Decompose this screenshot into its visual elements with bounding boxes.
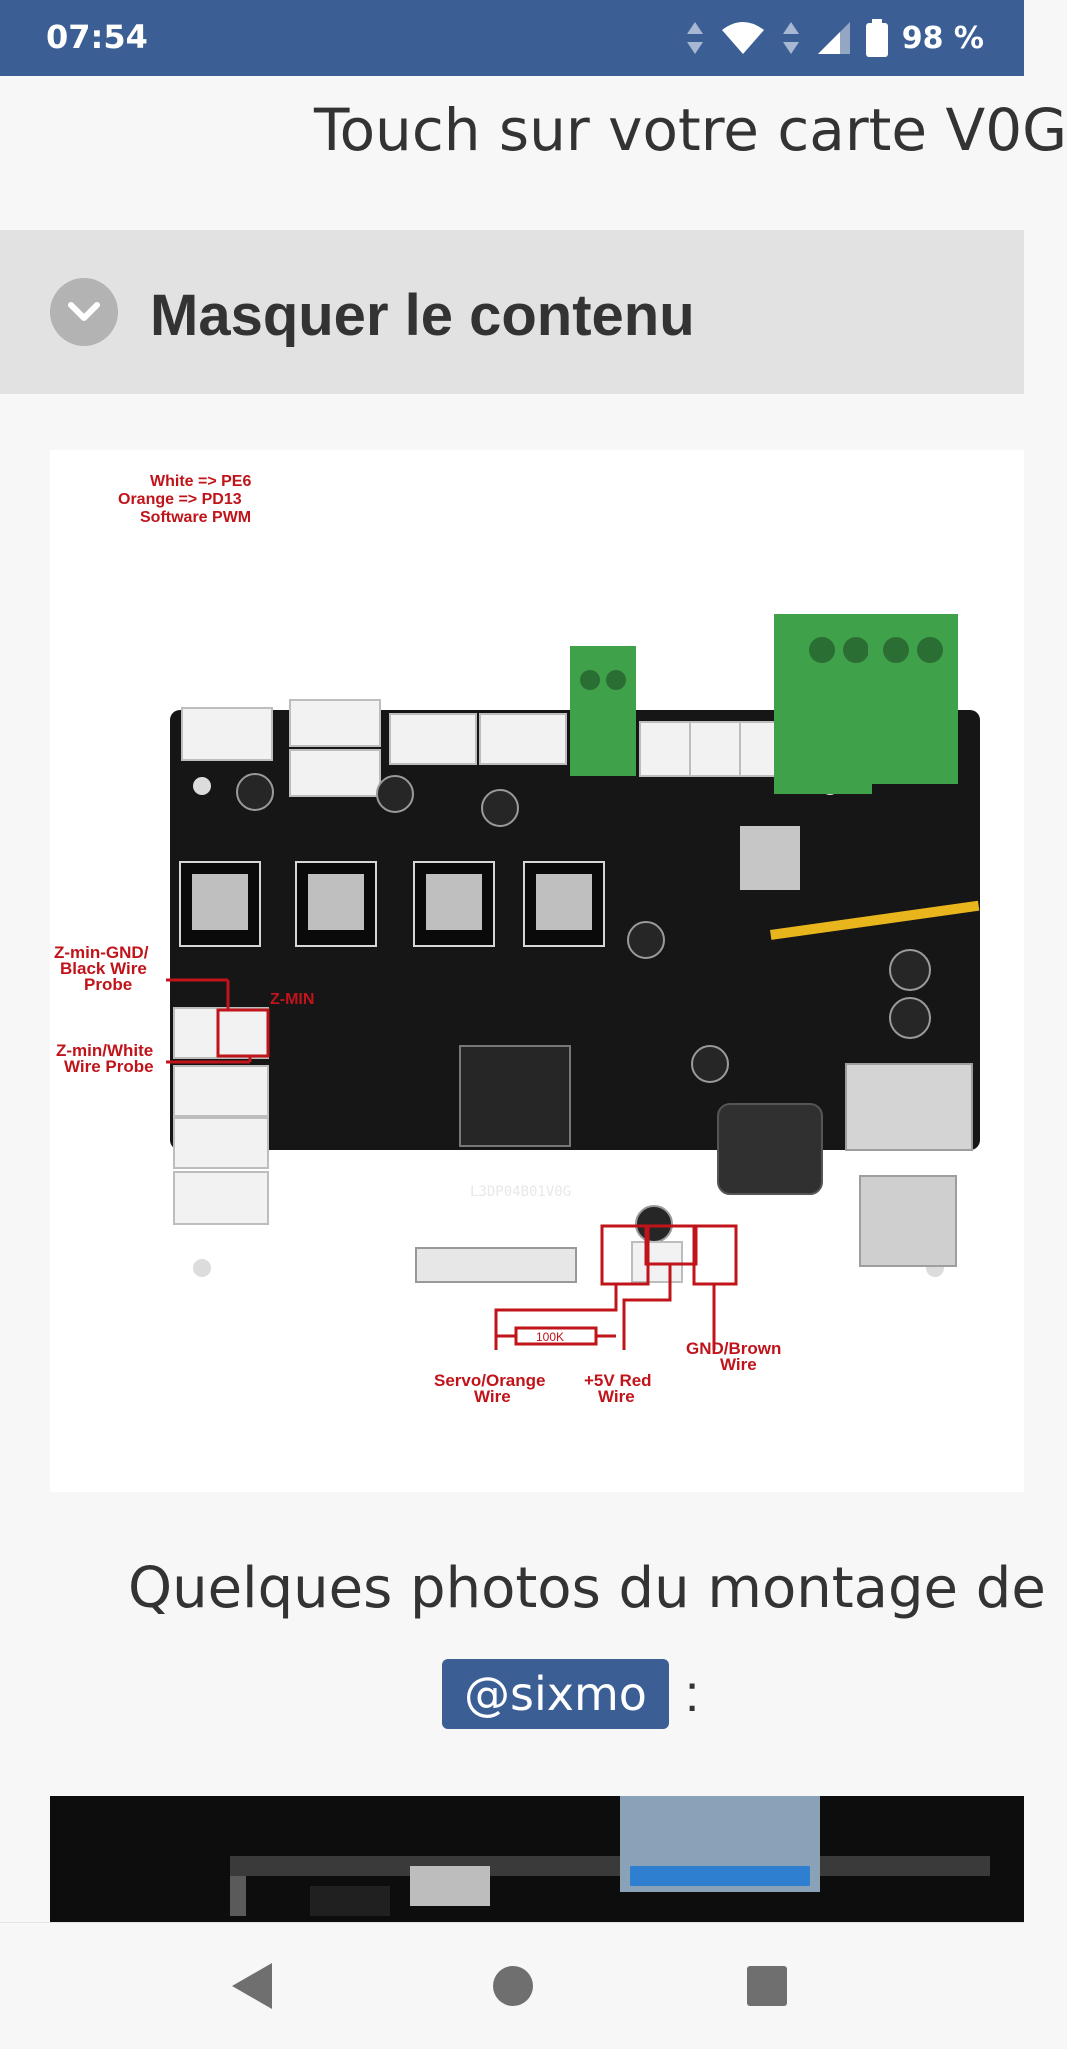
label-resistor: 100K xyxy=(536,1330,564,1344)
label-zmin-gnd-line2: Black Wire xyxy=(60,959,147,978)
back-triangle-icon xyxy=(232,1963,272,2009)
label-servo-line2: Wire xyxy=(474,1387,511,1406)
mention-colon: : xyxy=(684,1665,700,1723)
recents-square-icon xyxy=(747,1966,787,2006)
battery-percent: 98 % xyxy=(901,20,984,56)
spoiler-title: Masquer le contenu xyxy=(150,283,695,348)
top-connectors xyxy=(181,699,789,797)
board-name-label: L3DP04B01V0G xyxy=(470,1184,571,1200)
label-pin-orange: Orange => PD13 xyxy=(118,491,242,508)
spoiler-toggle-button[interactable] xyxy=(50,278,118,346)
servo-highlight-3 xyxy=(692,1224,738,1286)
label-pin-white: White => PE6 xyxy=(150,473,251,490)
label-zmin-signal-line1: Z-min/White xyxy=(56,1041,153,1060)
post-content: Touch sur votre carte V0G Masquer le con… xyxy=(0,76,1067,1922)
label-servo-line1: Servo/Orange xyxy=(434,1371,546,1390)
label-zmin-gnd-line3: Probe xyxy=(84,975,132,994)
servo-connector xyxy=(631,1241,683,1283)
user-mention-link[interactable]: @sixmo xyxy=(442,1659,669,1729)
label-zmin-signal-line2: Wire Probe xyxy=(64,1057,154,1076)
data-arrows-icon xyxy=(686,22,703,54)
label-5v-line2: Wire xyxy=(598,1387,635,1406)
assembly-photo[interactable] xyxy=(50,1796,1024,1922)
screw-terminals xyxy=(570,614,958,794)
yellow-wire xyxy=(769,900,980,940)
photos-caption: Quelques photos du montage de xyxy=(128,1556,1046,1621)
nav-back-button[interactable] xyxy=(228,1961,274,2016)
mention-row: @sixmo : xyxy=(442,1656,699,1732)
post-text-line: Touch sur votre carte V0G xyxy=(314,96,1067,164)
resistor-symbol xyxy=(514,1326,598,1346)
inductor xyxy=(717,1103,823,1195)
status-icons: 98 % xyxy=(684,16,984,60)
status-bar: 07:54 98 % xyxy=(0,0,1024,76)
mcu-chip xyxy=(459,1045,571,1147)
left-connectors xyxy=(173,1007,269,1225)
nav-recents-button[interactable] xyxy=(744,1961,790,2016)
label-gnd-line1: GND/Brown xyxy=(686,1339,781,1358)
ethernet-port xyxy=(845,1063,973,1151)
zmin-highlight xyxy=(216,1008,270,1058)
ribbon-connector xyxy=(415,1247,577,1283)
system-nav-bar xyxy=(0,1922,1024,2049)
status-time: 07:54 xyxy=(46,18,148,56)
chevron-down-icon xyxy=(68,302,100,321)
servo-highlight-1 xyxy=(600,1224,650,1286)
home-circle-icon xyxy=(493,1966,533,2006)
stepper-drivers xyxy=(179,826,800,947)
data-arrows-icon-2 xyxy=(782,22,799,54)
battery-icon xyxy=(865,19,888,57)
nav-home-button[interactable] xyxy=(490,1961,536,2016)
label-gnd-line2: Wire xyxy=(720,1355,757,1374)
label-zmin-gnd-line1: Z-min-GND/ xyxy=(54,943,149,962)
wiring-diagram-image[interactable]: White => PE6 Orange => PD13 Software PWM xyxy=(50,450,1024,1492)
spoiler-header[interactable]: Masquer le contenu xyxy=(0,230,1024,394)
wifi-icon xyxy=(721,22,764,54)
signal-icon xyxy=(817,22,850,54)
label-5v-line1: +5V Red xyxy=(584,1371,652,1390)
label-zmin-connector: Z-MIN xyxy=(270,991,314,1008)
label-software-pwm: Software PWM xyxy=(140,509,251,526)
sd-slot xyxy=(859,1175,957,1267)
